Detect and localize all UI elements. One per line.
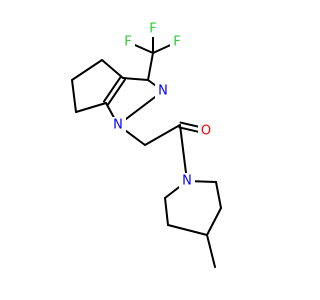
svg-text:N: N	[113, 118, 123, 133]
atom-F2: F	[146, 21, 160, 37]
bond-C4p-Cc	[206, 207, 222, 236]
bond-C5-C6	[71, 79, 77, 113]
bond-C3a-C4	[101, 59, 124, 79]
bond-C3a-C3	[122, 77, 149, 81]
atom-F3: F	[170, 34, 184, 50]
svg-text:F: F	[149, 22, 156, 37]
bond-C7a-C3a-line-2	[102, 75, 122, 103]
bond-C6-C7a	[75, 102, 107, 113]
svg-text:N: N	[158, 84, 168, 99]
bonds	[71, 28, 222, 268]
atom-labels: F F F N N O N	[110, 21, 214, 189]
bond-C4p-Me	[206, 234, 216, 268]
svg-text:O: O	[201, 124, 211, 139]
svg-text:F: F	[124, 35, 131, 50]
bond-C4-C5	[71, 59, 103, 81]
atom-O-carbonyl: O	[198, 123, 214, 139]
bond-CH2-CO	[144, 124, 181, 146]
bond-CF3-C3	[147, 52, 154, 81]
svg-text:N: N	[182, 174, 192, 189]
bond-C7a-C3a-line-1	[107, 78, 127, 106]
bond-CO-Npip	[179, 124, 188, 182]
atom-F1: F	[121, 34, 135, 50]
molecule-structure-diagram: F F F N N O N	[71, 21, 222, 268]
atom-N-piperidine: N	[179, 173, 195, 189]
bond-Cb-C4p	[167, 224, 208, 236]
bond-Cc-Cd	[215, 181, 222, 209]
bond-Ca-Cb	[164, 197, 169, 226]
atom-N-pyrazole-1: N	[110, 117, 126, 133]
atom-N-pyrazole-2: N	[155, 83, 171, 99]
svg-text:F: F	[173, 35, 180, 50]
